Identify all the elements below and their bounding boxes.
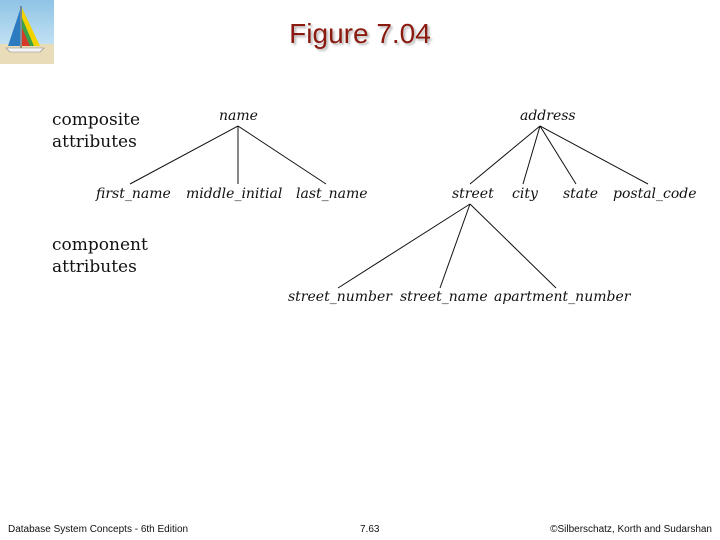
node-street-name: street_name [400, 289, 488, 305]
footer-copyright: ©Silberschatz, Korth and Sudarshan [550, 524, 712, 535]
label-line: composite [52, 110, 141, 130]
figure-title: Figure 7.04 [289, 18, 431, 49]
node-state: state [563, 186, 599, 202]
edge-address-street [469, 125, 541, 185]
node-name: name [219, 108, 258, 124]
node-street: street [452, 186, 494, 202]
edge-name-last_name [237, 125, 327, 185]
label-line: attributes [52, 257, 137, 277]
label-line: component [52, 235, 148, 255]
node-middle-initial: middle_initial [186, 186, 283, 202]
label-line: attributes [52, 132, 137, 152]
edge-street-street_name [439, 203, 471, 289]
edge-street-street_number [337, 203, 471, 289]
edge-address-postal_code [539, 125, 649, 185]
node-first-name: first_name [96, 186, 171, 202]
edge-street-apartment_number [469, 203, 557, 289]
edge-address-city [522, 125, 541, 185]
node-postal-code: postal_code [613, 186, 697, 202]
node-apartment-number: apartment_number [494, 289, 631, 305]
footer-book-title: Database System Concepts - 6th Edition [8, 524, 189, 535]
node-city: city [512, 186, 538, 202]
node-last-name: last_name [296, 186, 368, 202]
footer-page-number: 7.63 [360, 524, 380, 535]
sailboat-logo-icon [0, 0, 54, 64]
node-street-number: street_number [288, 289, 392, 305]
node-address: address [520, 108, 576, 124]
edge-name-first_name [129, 125, 239, 185]
edge-address-state [539, 125, 577, 185]
